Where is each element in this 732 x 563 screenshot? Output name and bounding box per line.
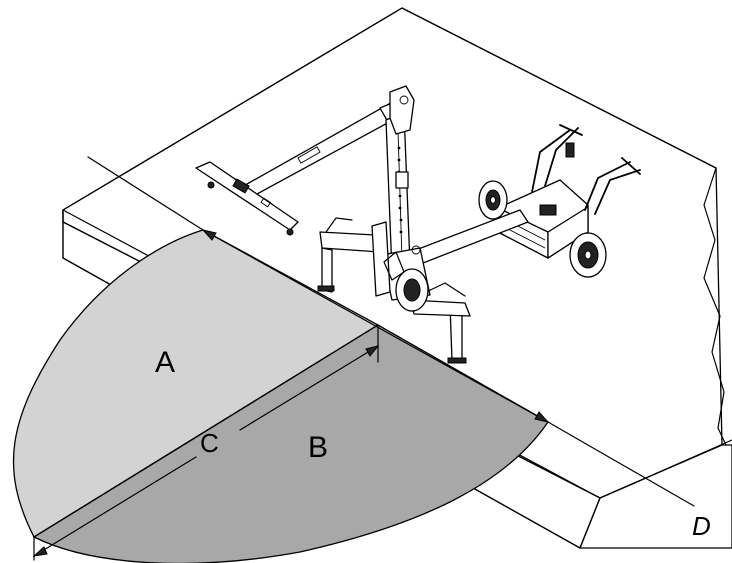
label-zone-a: A [155,346,175,379]
roof-break-line [703,167,727,446]
winch-assembly [371,221,431,312]
davit-machine [195,85,641,364]
clearance-zones [12,229,549,563]
left-outrigger [195,161,299,231]
mast-head [389,85,415,135]
zone-b-area [32,324,549,563]
dimension-lines [32,156,695,561]
cart-wheel-left [478,180,508,220]
label-dimension-d: D [692,511,711,541]
label-dimension-c: C [200,428,219,458]
cart-wheel-right [569,232,607,278]
zone-a-area [12,229,380,538]
label-zone-b: B [308,431,328,464]
